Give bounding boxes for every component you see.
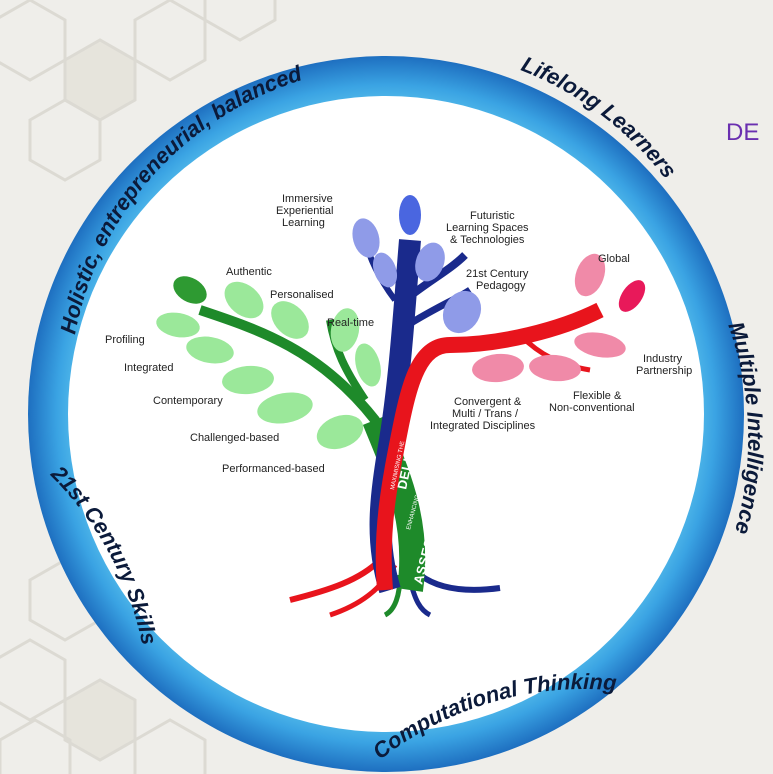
svg-text:& Technologies: & Technologies bbox=[450, 234, 525, 246]
red-branch bbox=[375, 253, 646, 591]
svg-text:Flexible &: Flexible & bbox=[573, 390, 622, 402]
label-immersive: Immersive Experiential Learning bbox=[276, 193, 333, 229]
label-authentic: Authentic bbox=[226, 266, 272, 278]
svg-text:Immersive: Immersive bbox=[282, 193, 333, 205]
label-21st-pedagogy: 21st Century Pedagogy bbox=[466, 268, 529, 292]
svg-text:Multi / Trans /: Multi / Trans / bbox=[452, 408, 519, 420]
label-challenged-based: Challenged-based bbox=[190, 432, 279, 444]
svg-text:Experiential: Experiential bbox=[276, 205, 333, 217]
hexagon-pattern bbox=[0, 0, 277, 774]
svg-text:Convergent &: Convergent & bbox=[454, 396, 522, 408]
label-performanced-based: Performanced-based bbox=[222, 463, 325, 475]
label-convergent: Convergent & Multi / Trans / Integrated … bbox=[430, 396, 536, 432]
corner-title: DE bbox=[726, 119, 759, 146]
label-personalised: Personalised bbox=[270, 289, 334, 301]
label-industry-partnership: Industry Partnership bbox=[636, 353, 692, 377]
label-profiling: Profiling bbox=[105, 334, 145, 346]
svg-text:Futuristic: Futuristic bbox=[470, 210, 515, 222]
green-branch bbox=[156, 276, 426, 592]
svg-text:Learning Spaces: Learning Spaces bbox=[446, 222, 529, 234]
svg-text:Learning: Learning bbox=[282, 217, 325, 229]
svg-text:Integrated Disciplines: Integrated Disciplines bbox=[430, 420, 536, 432]
label-integrated: Integrated bbox=[124, 362, 174, 374]
label-global: Global bbox=[598, 253, 630, 265]
svg-text:Industry: Industry bbox=[643, 353, 683, 365]
label-contemporary: Contemporary bbox=[153, 395, 223, 407]
label-real-time: Real-time bbox=[327, 317, 374, 329]
svg-text:Pedagogy: Pedagogy bbox=[476, 280, 526, 292]
svg-text:Partnership: Partnership bbox=[636, 365, 692, 377]
label-futuristic: Futuristic Learning Spaces & Technologie… bbox=[446, 210, 529, 246]
svg-text:21st Century: 21st Century bbox=[466, 268, 529, 280]
label-flexible: Flexible & Non-conventional bbox=[549, 390, 635, 414]
svg-text:Non-conventional: Non-conventional bbox=[549, 402, 635, 414]
